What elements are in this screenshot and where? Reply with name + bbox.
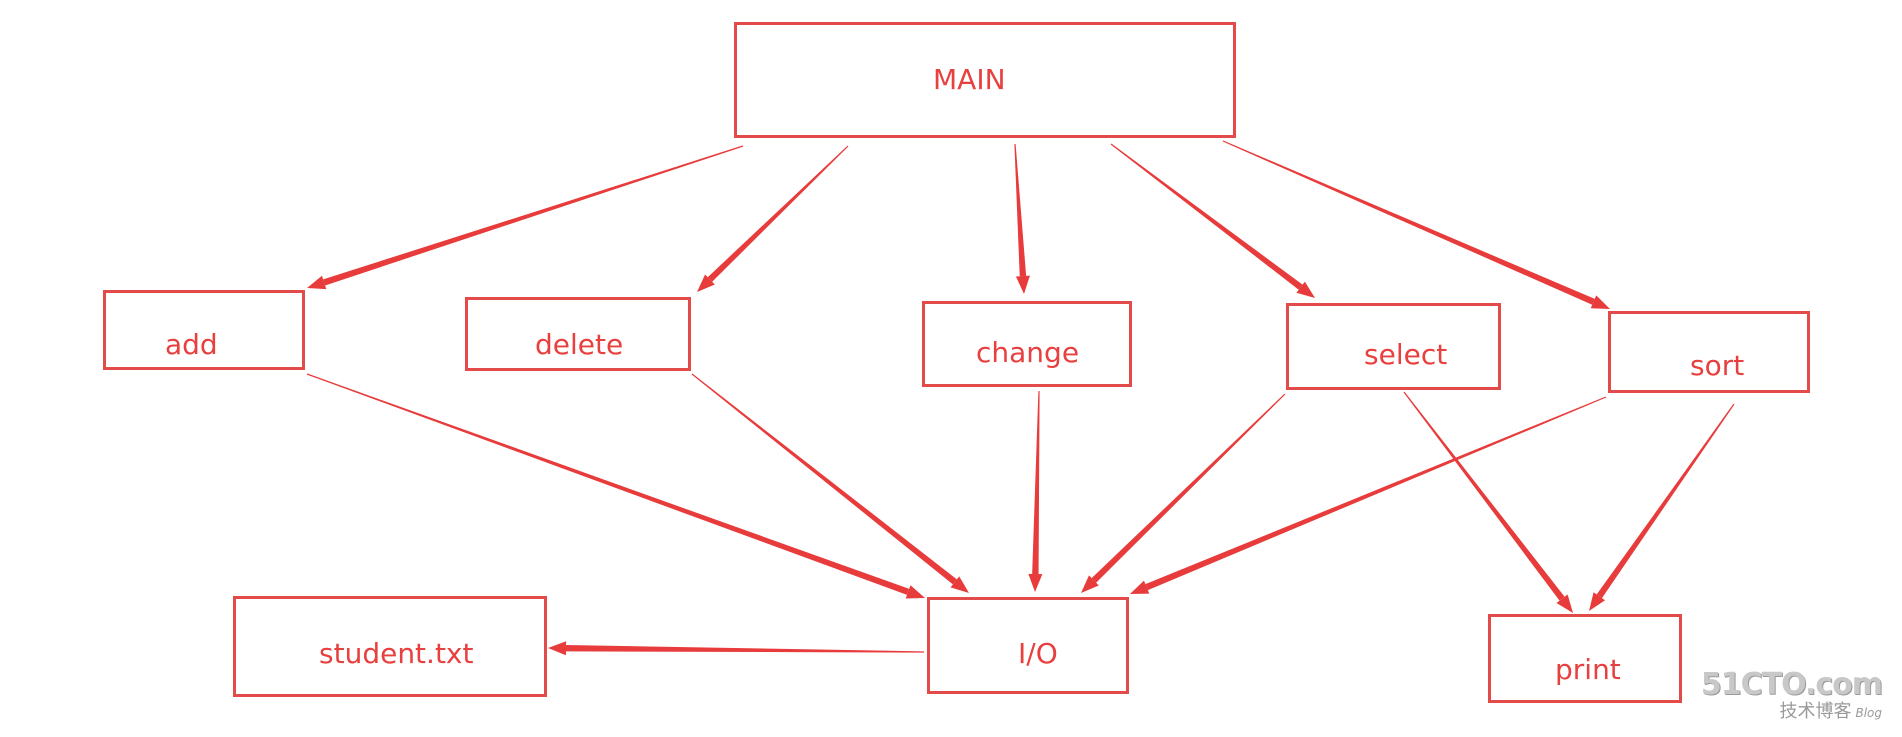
sort-label: sort: [1690, 349, 1745, 382]
arrowhead: [307, 275, 327, 290]
edge-select-to-print: [1403, 391, 1573, 613]
edge-shaft: [707, 145, 849, 282]
print-node: print: [1488, 614, 1682, 703]
add-node: add: [103, 290, 305, 370]
edge-delete-to-io: [691, 373, 969, 593]
watermark-logo: 51CTO.com: [1700, 667, 1883, 702]
add-label: add: [165, 328, 218, 361]
edge-main-to-select: [1110, 143, 1315, 298]
watermark-subtitle: 技术博客: [1779, 701, 1852, 722]
delete-label: delete: [535, 328, 624, 361]
edge-main-to-delete: [697, 145, 849, 292]
arrowhead: [1015, 275, 1030, 294]
edge-shaft: [1032, 390, 1040, 575]
edge-shaft: [1403, 391, 1565, 601]
select-node: select: [1286, 303, 1501, 390]
arrowhead: [1028, 573, 1043, 592]
sort-node: sort: [1608, 311, 1810, 393]
edge-shaft: [1110, 143, 1303, 290]
edge-shaft: [1222, 140, 1595, 305]
edge-shaft: [691, 373, 957, 585]
arrowhead: [1556, 594, 1573, 613]
change-label: change: [976, 336, 1080, 369]
edge-shaft: [565, 644, 925, 653]
edge-shaft: [323, 145, 744, 286]
edge-main-to-sort: [1222, 140, 1610, 309]
io-node: I/O: [927, 597, 1129, 694]
edge-main-to-add: [307, 145, 744, 290]
io-label: I/O: [1018, 637, 1058, 670]
arrowhead: [548, 641, 567, 656]
site-watermark: 51CTO.com 技术博客 Blog: [1700, 667, 1883, 723]
watermark-blog: Blog: [1855, 706, 1882, 720]
edge-add-to-io: [306, 373, 925, 599]
delete-node: delete: [465, 297, 691, 371]
arrowhead: [905, 585, 925, 599]
edge-shaft: [1596, 403, 1735, 599]
select-label: select: [1364, 338, 1448, 371]
edge-change-to-io: [1028, 390, 1043, 592]
edge-main-to-change: [1014, 143, 1030, 294]
arrowhead: [950, 576, 969, 593]
edge-shaft: [1014, 143, 1027, 277]
arrowhead: [1589, 592, 1606, 611]
student-file-label: student.txt: [319, 637, 474, 670]
print-label: print: [1555, 653, 1621, 686]
arrowhead: [1081, 575, 1099, 593]
change-node: change: [922, 301, 1132, 387]
arrowhead: [697, 274, 715, 292]
student-file-node: student.txt: [233, 596, 547, 697]
edge-shaft: [306, 373, 910, 595]
edge-shaft: [1145, 396, 1607, 591]
edge-select-to-io: [1081, 393, 1286, 593]
arrowhead: [1590, 295, 1610, 309]
edge-io-to-student-file: [548, 641, 925, 656]
arrowhead: [1296, 281, 1315, 298]
main-label: MAIN: [933, 63, 1006, 96]
edge-sort-to-io: [1130, 396, 1607, 594]
arrowhead: [1130, 580, 1150, 594]
main-node: MAIN: [734, 22, 1236, 138]
edge-sort-to-print: [1589, 403, 1735, 611]
edge-shaft: [1091, 393, 1286, 583]
